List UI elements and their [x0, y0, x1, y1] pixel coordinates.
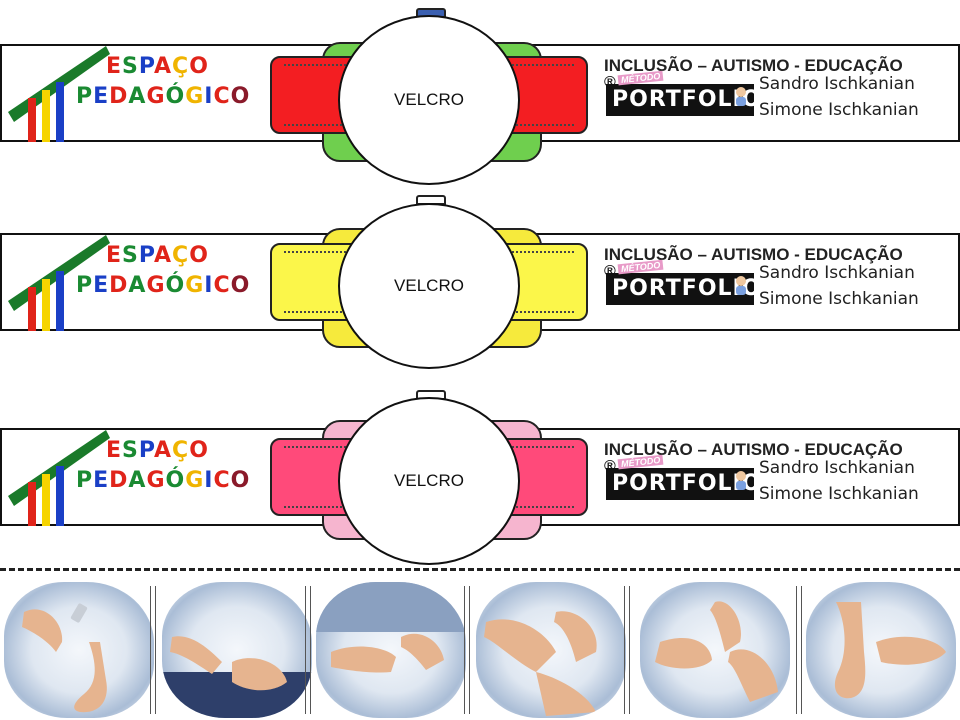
divider — [464, 586, 470, 714]
author-name-1: Sandro Ischkanian — [759, 458, 915, 478]
watch-face-velcro: VELCRO — [338, 203, 520, 369]
portfolio-logo: PORTFOLIO — [606, 468, 760, 500]
espaco-pedagogico-logo-icon — [8, 46, 110, 142]
child-mascot-icon — [736, 276, 746, 295]
step-3-clipping-fingernails-illustration-icon — [316, 582, 466, 718]
step-5-clipping-toenails-illustration-icon — [640, 582, 790, 718]
logo-line-2: PEDAGÓGICO — [76, 84, 251, 109]
watch-face-velcro: VELCRO — [338, 15, 520, 185]
logo-text: ESPAÇO PEDAGÓGICO — [76, 436, 250, 496]
cut-line — [0, 568, 960, 571]
step-2-holding-nail-clipper-illustration-icon — [162, 582, 312, 718]
child-mascot-icon — [736, 87, 746, 106]
portfolio-logo: PORTFOLIO — [606, 273, 760, 305]
logo-line-1: ESPAÇO — [106, 243, 209, 268]
logo-line-1: ESPAÇO — [106, 54, 209, 79]
registered-mark: ® — [604, 263, 616, 280]
divider — [305, 586, 311, 714]
espaco-pedagogico-logo-icon — [8, 235, 110, 331]
watch-face-velcro: VELCRO — [338, 397, 520, 565]
logo-line-1: ESPAÇO — [106, 438, 209, 463]
espaco-pedagogico-logo-icon — [8, 430, 110, 526]
author-names: Sandro Ischkanian Simone Ischkanian — [759, 260, 919, 312]
brand-block: INCLUSÃO – AUTISMO - EDUCAÇÃO ® PORTFOLI… — [604, 245, 954, 309]
registered-mark: ® — [604, 74, 616, 91]
divider — [150, 586, 156, 714]
author-name-2: Simone Ischkanian — [759, 484, 919, 504]
logo-line-2: PEDAGÓGICO — [76, 273, 251, 298]
brand-block: INCLUSÃO – AUTISMO - EDUCAÇÃO ® PORTFOLI… — [604, 440, 954, 504]
step-6-clean-feet-illustration-icon — [806, 582, 956, 718]
logo-line-2: PEDAGÓGICO — [76, 468, 251, 493]
brand-tagline: INCLUSÃO – AUTISMO - EDUCAÇÃO — [604, 56, 903, 75]
divider — [796, 586, 802, 714]
brand-tagline: INCLUSÃO – AUTISMO - EDUCAÇÃO — [604, 245, 903, 264]
step-1-nail-clipper-and-feet-illustration-icon — [4, 582, 154, 718]
logo-text: ESPAÇO PEDAGÓGICO — [76, 241, 250, 301]
child-mascot-icon — [736, 471, 746, 490]
divider — [624, 586, 630, 714]
author-names: Sandro Ischkanian Simone Ischkanian — [759, 71, 919, 123]
author-name-1: Sandro Ischkanian — [759, 74, 915, 94]
brand-block: INCLUSÃO – AUTISMO - EDUCAÇÃO ® PORTFOLI… — [604, 56, 954, 120]
author-names: Sandro Ischkanian Simone Ischkanian — [759, 455, 919, 507]
registered-mark: ® — [604, 458, 616, 475]
author-name-1: Sandro Ischkanian — [759, 263, 915, 283]
step-4-clipping-nail-closeup-illustration-icon — [476, 582, 626, 718]
brand-tagline: INCLUSÃO – AUTISMO - EDUCAÇÃO — [604, 440, 903, 459]
logo-text: ESPAÇO PEDAGÓGICO — [76, 52, 250, 112]
author-name-2: Simone Ischkanian — [759, 100, 919, 120]
author-name-2: Simone Ischkanian — [759, 289, 919, 309]
portfolio-logo: PORTFOLIO — [606, 84, 760, 116]
